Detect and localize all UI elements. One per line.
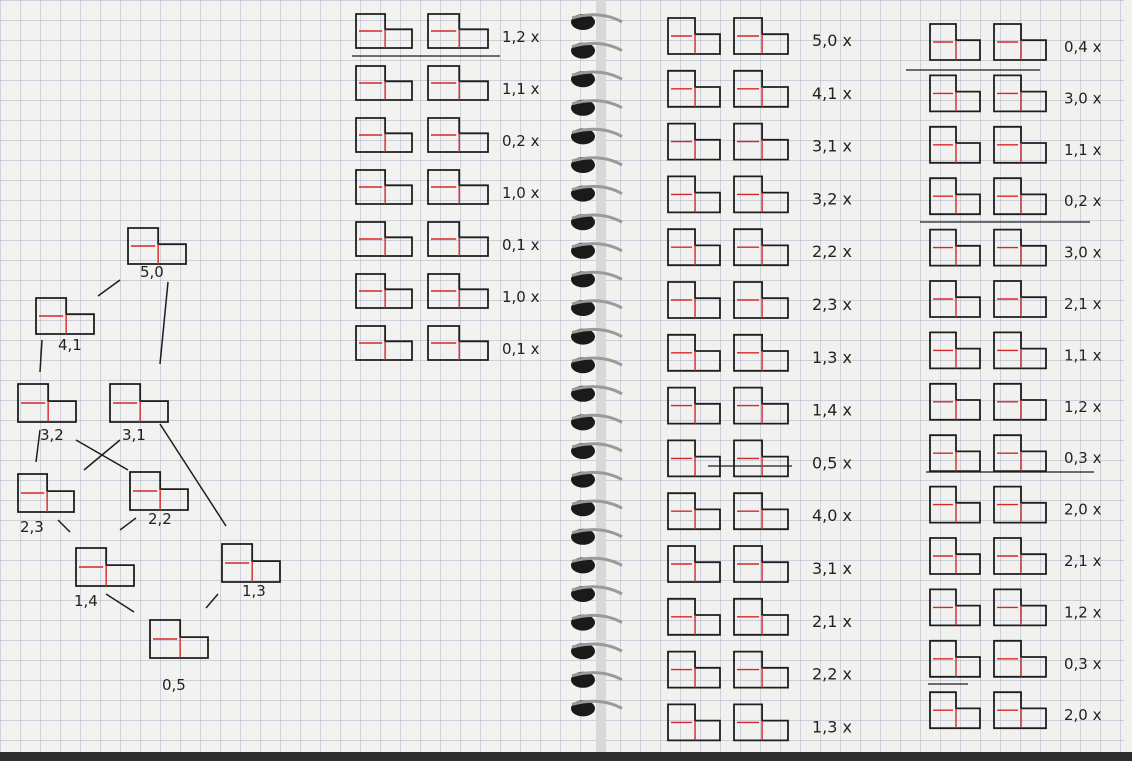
col-a-label-11: 2,1 x — [812, 612, 852, 631]
tree-node-label-n31: 3,1 — [122, 426, 146, 444]
col-b-label-13: 2,0 x — [1064, 706, 1102, 724]
col-b-label-12: 0,3 x — [1064, 655, 1102, 673]
tree-node-label-n13: 1,3 — [242, 582, 266, 600]
tree-node-label-n23: 2,3 — [20, 518, 44, 536]
col-b-label-9: 2,0 x — [1064, 501, 1102, 519]
col-a-label-10: 3,1 x — [812, 559, 852, 578]
col-b-label-2: 1,1 x — [1064, 141, 1102, 159]
col-b-label-1: 3,0 x — [1064, 89, 1102, 107]
col-a-label-2: 3,1 x — [812, 137, 852, 156]
col-b-label-7: 1,2 x — [1064, 398, 1102, 416]
tree-node-label-n22: 2,2 — [148, 510, 172, 528]
table-edge — [0, 752, 1132, 761]
col-a-label-9: 4,0 x — [812, 506, 852, 525]
col-a-label-8: 0,5 x — [812, 453, 852, 472]
tree-node-label-n32: 3,2 — [40, 426, 64, 444]
col-b-label-6: 1,1 x — [1064, 346, 1102, 364]
left-col-label-5: 1,0 x — [502, 288, 540, 306]
tree-node-label-n14: 1,4 — [74, 592, 98, 610]
col-a-label-3: 3,2 x — [812, 189, 852, 208]
left-col-label-0: 1,2 x — [502, 28, 540, 46]
col-b-label-3: 0,2 x — [1064, 192, 1102, 210]
grid-left — [0, 0, 600, 752]
left-col-label-2: 0,2 x — [502, 132, 540, 150]
left-col-label-1: 1,1 x — [502, 80, 540, 98]
left-col-label-4: 0,1 x — [502, 236, 540, 254]
page-gutter — [596, 0, 606, 752]
col-b-label-5: 2,1 x — [1064, 295, 1102, 313]
tree-node-label-n50: 5,0 — [140, 263, 164, 281]
col-b-label-8: 0,3 x — [1064, 449, 1102, 467]
col-a-label-12: 2,2 x — [812, 665, 852, 684]
tree-node-label-n05: 0,5 — [162, 676, 186, 694]
grid-right — [604, 0, 1124, 752]
col-a-label-6: 1,3 x — [812, 348, 852, 367]
col-b-label-4: 3,0 x — [1064, 244, 1102, 262]
col-a-label-0: 5,0 x — [812, 31, 852, 50]
tree-node-label-n41: 4,1 — [58, 336, 82, 354]
col-b-label-10: 2,1 x — [1064, 552, 1102, 570]
left-col-label-6: 0,1 x — [502, 340, 540, 358]
col-a-label-13: 1,3 x — [812, 717, 852, 736]
col-a-label-4: 2,2 x — [812, 242, 852, 261]
left-col-label-3: 1,0 x — [502, 184, 540, 202]
col-b-label-0: 0,4 x — [1064, 38, 1102, 56]
col-a-label-7: 1,4 x — [812, 401, 852, 420]
col-b-label-11: 1,2 x — [1064, 603, 1102, 621]
col-a-label-1: 4,1 x — [812, 84, 852, 103]
col-a-label-5: 2,3 x — [812, 295, 852, 314]
